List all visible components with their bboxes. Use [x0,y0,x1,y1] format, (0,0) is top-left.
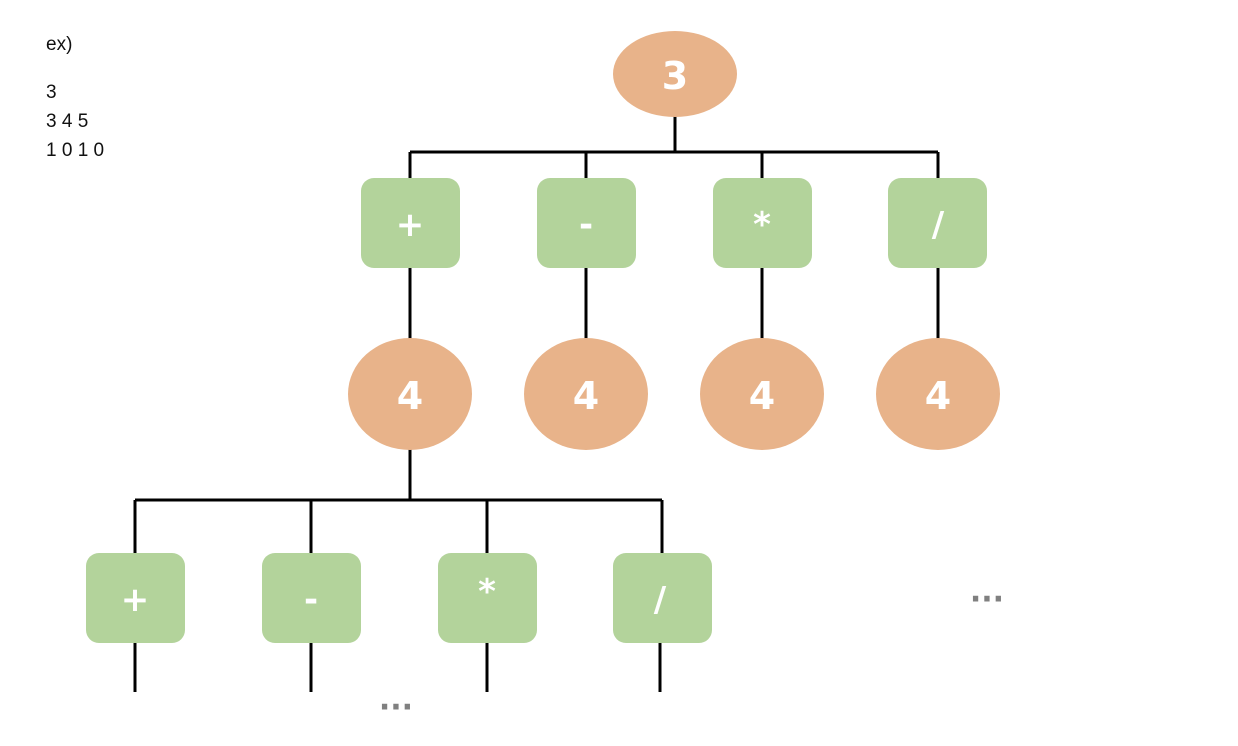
level3-operator-plus-shape [86,553,185,643]
example-input: ex) 3 3 4 5 1 0 1 0 [46,30,104,165]
level1-operator-divide-shape [888,178,987,268]
level3-operator-divide-label: / [654,580,667,620]
level3-operator-divide-shape [613,553,712,643]
edges-level3-stubs [133,640,662,692]
level3-operator-minus-label: - [304,580,318,620]
level3-operator-minus: - [262,553,361,643]
level1-operator-minus-label: - [579,205,593,245]
example-line-3: 1 0 1 0 [46,140,105,161]
edges-root [408,115,940,180]
level1-operator-plus-shape [361,178,460,268]
level1-operator-minus-shape [537,178,636,268]
level3-operator-plus-label: + [121,580,150,620]
level1-operator-minus: - [537,178,636,268]
level1-operator-multiply-shape [713,178,812,268]
level2-number-4: 4 [876,338,1000,450]
ellipsis-right: ... [970,575,1004,610]
level3-operator-multiply: * [438,553,537,643]
edges-level1 [408,266,940,342]
root-node-shape [613,31,737,117]
example-line-2: 3 4 5 [46,111,89,132]
level3-operator-plus: + [86,553,185,643]
level1-operator-divide: / [888,178,987,268]
level2-number-2: 4 [524,338,648,450]
root-node-label: 3 [662,54,688,98]
level2-number-2-label: 4 [573,374,599,418]
level2-number-1-shape [348,338,472,450]
level2-number-4-shape [876,338,1000,450]
level1-operator-multiply: * [713,178,812,268]
level2-number-2-shape [524,338,648,450]
level3-operator-multiply-label: * [478,572,496,612]
level2-number-3-shape [700,338,824,450]
level2-number-1-label: 4 [397,374,423,418]
edges-level2 [133,448,664,556]
level3-operator-multiply-shape [438,553,537,643]
example-line-1: 3 [46,82,57,103]
level2-number-1: 4 [348,338,472,450]
level3-operator-divide: / [613,553,712,643]
ellipsis-bottom: ... [379,683,413,718]
level2-number-3: 4 [700,338,824,450]
level1-operator-divide-label: / [932,205,945,245]
level1-operator-multiply-label: * [753,205,771,245]
level2-number-3-label: 4 [749,374,775,418]
example-label: ex) [46,34,73,55]
level1-operator-plus: + [361,178,460,268]
level1-operator-plus-label: + [396,205,425,245]
root-node: 3 [613,31,737,117]
level3-operator-minus-shape [262,553,361,643]
level2-number-4-label: 4 [925,374,951,418]
